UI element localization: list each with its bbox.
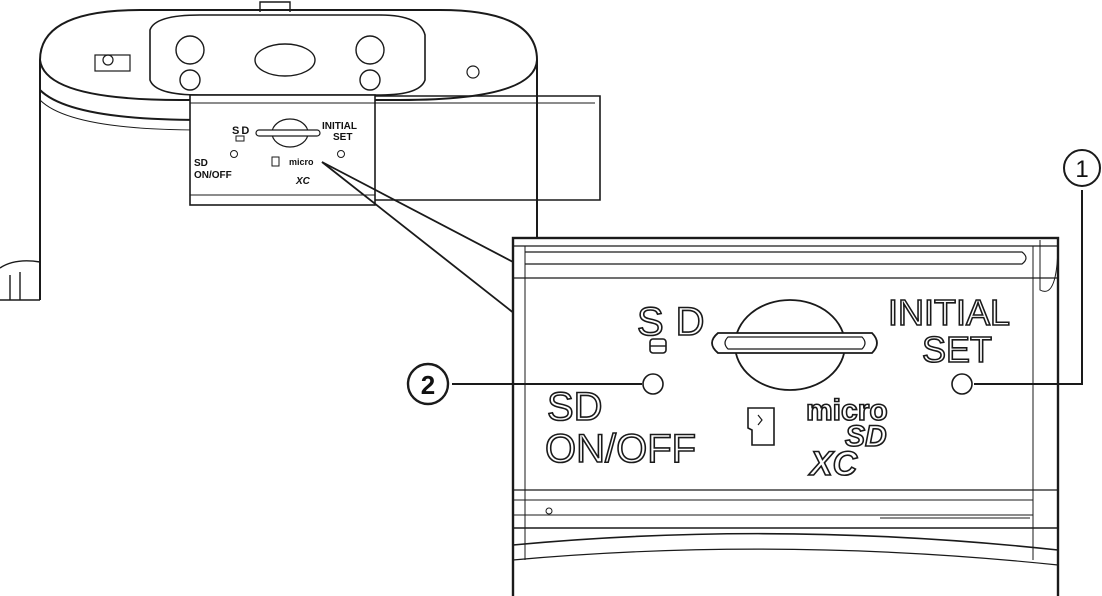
- callout-2-circle: [406, 362, 450, 406]
- microsd-card-icon: [747, 407, 775, 446]
- initial-label: INITIAL: [888, 292, 1010, 333]
- sd-label: SD: [637, 300, 717, 344]
- small-sd-onoff-line1: SD: [194, 158, 208, 169]
- sd-onoff-button: [642, 373, 664, 395]
- camera-small-panel: SD INITIAL SET SD ON/OFF micro XC: [189, 94, 376, 206]
- zoomed-panel: SD INITIAL SET SD ON/OFF micro SD XC: [511, 236, 1060, 596]
- zoom-leader-lines: [321, 161, 516, 315]
- sd-card-slot: [711, 299, 878, 391]
- small-micro-text: micro: [289, 157, 314, 167]
- callout-1: 1: [974, 149, 1101, 385]
- sd-lock-icon: [649, 338, 667, 354]
- xc-text: XC: [808, 445, 858, 483]
- sd-logo-text: SD: [845, 420, 887, 453]
- small-xc-text: XC: [295, 176, 311, 187]
- small-initial-label: INITIAL: [322, 121, 357, 132]
- sd-onoff-line1: SD: [547, 385, 603, 429]
- microsdxc-logo: micro SD XC: [805, 393, 888, 484]
- small-set-label: SET: [333, 132, 352, 143]
- camera-body: [0, 1, 601, 301]
- sd-onoff-line2: ON/OFF: [545, 427, 696, 471]
- small-sd-label: SD: [232, 125, 251, 137]
- callout-2: 2: [406, 362, 642, 406]
- micro-text: micro: [806, 394, 888, 427]
- initial-set-button: [951, 373, 973, 395]
- callout-2-number: 2: [421, 370, 435, 400]
- small-sd-onoff-line2: ON/OFF: [194, 170, 232, 181]
- callout-1-number: 1: [1075, 156, 1088, 183]
- set-label: SET: [922, 329, 992, 370]
- callout-1-circle: [1063, 149, 1101, 187]
